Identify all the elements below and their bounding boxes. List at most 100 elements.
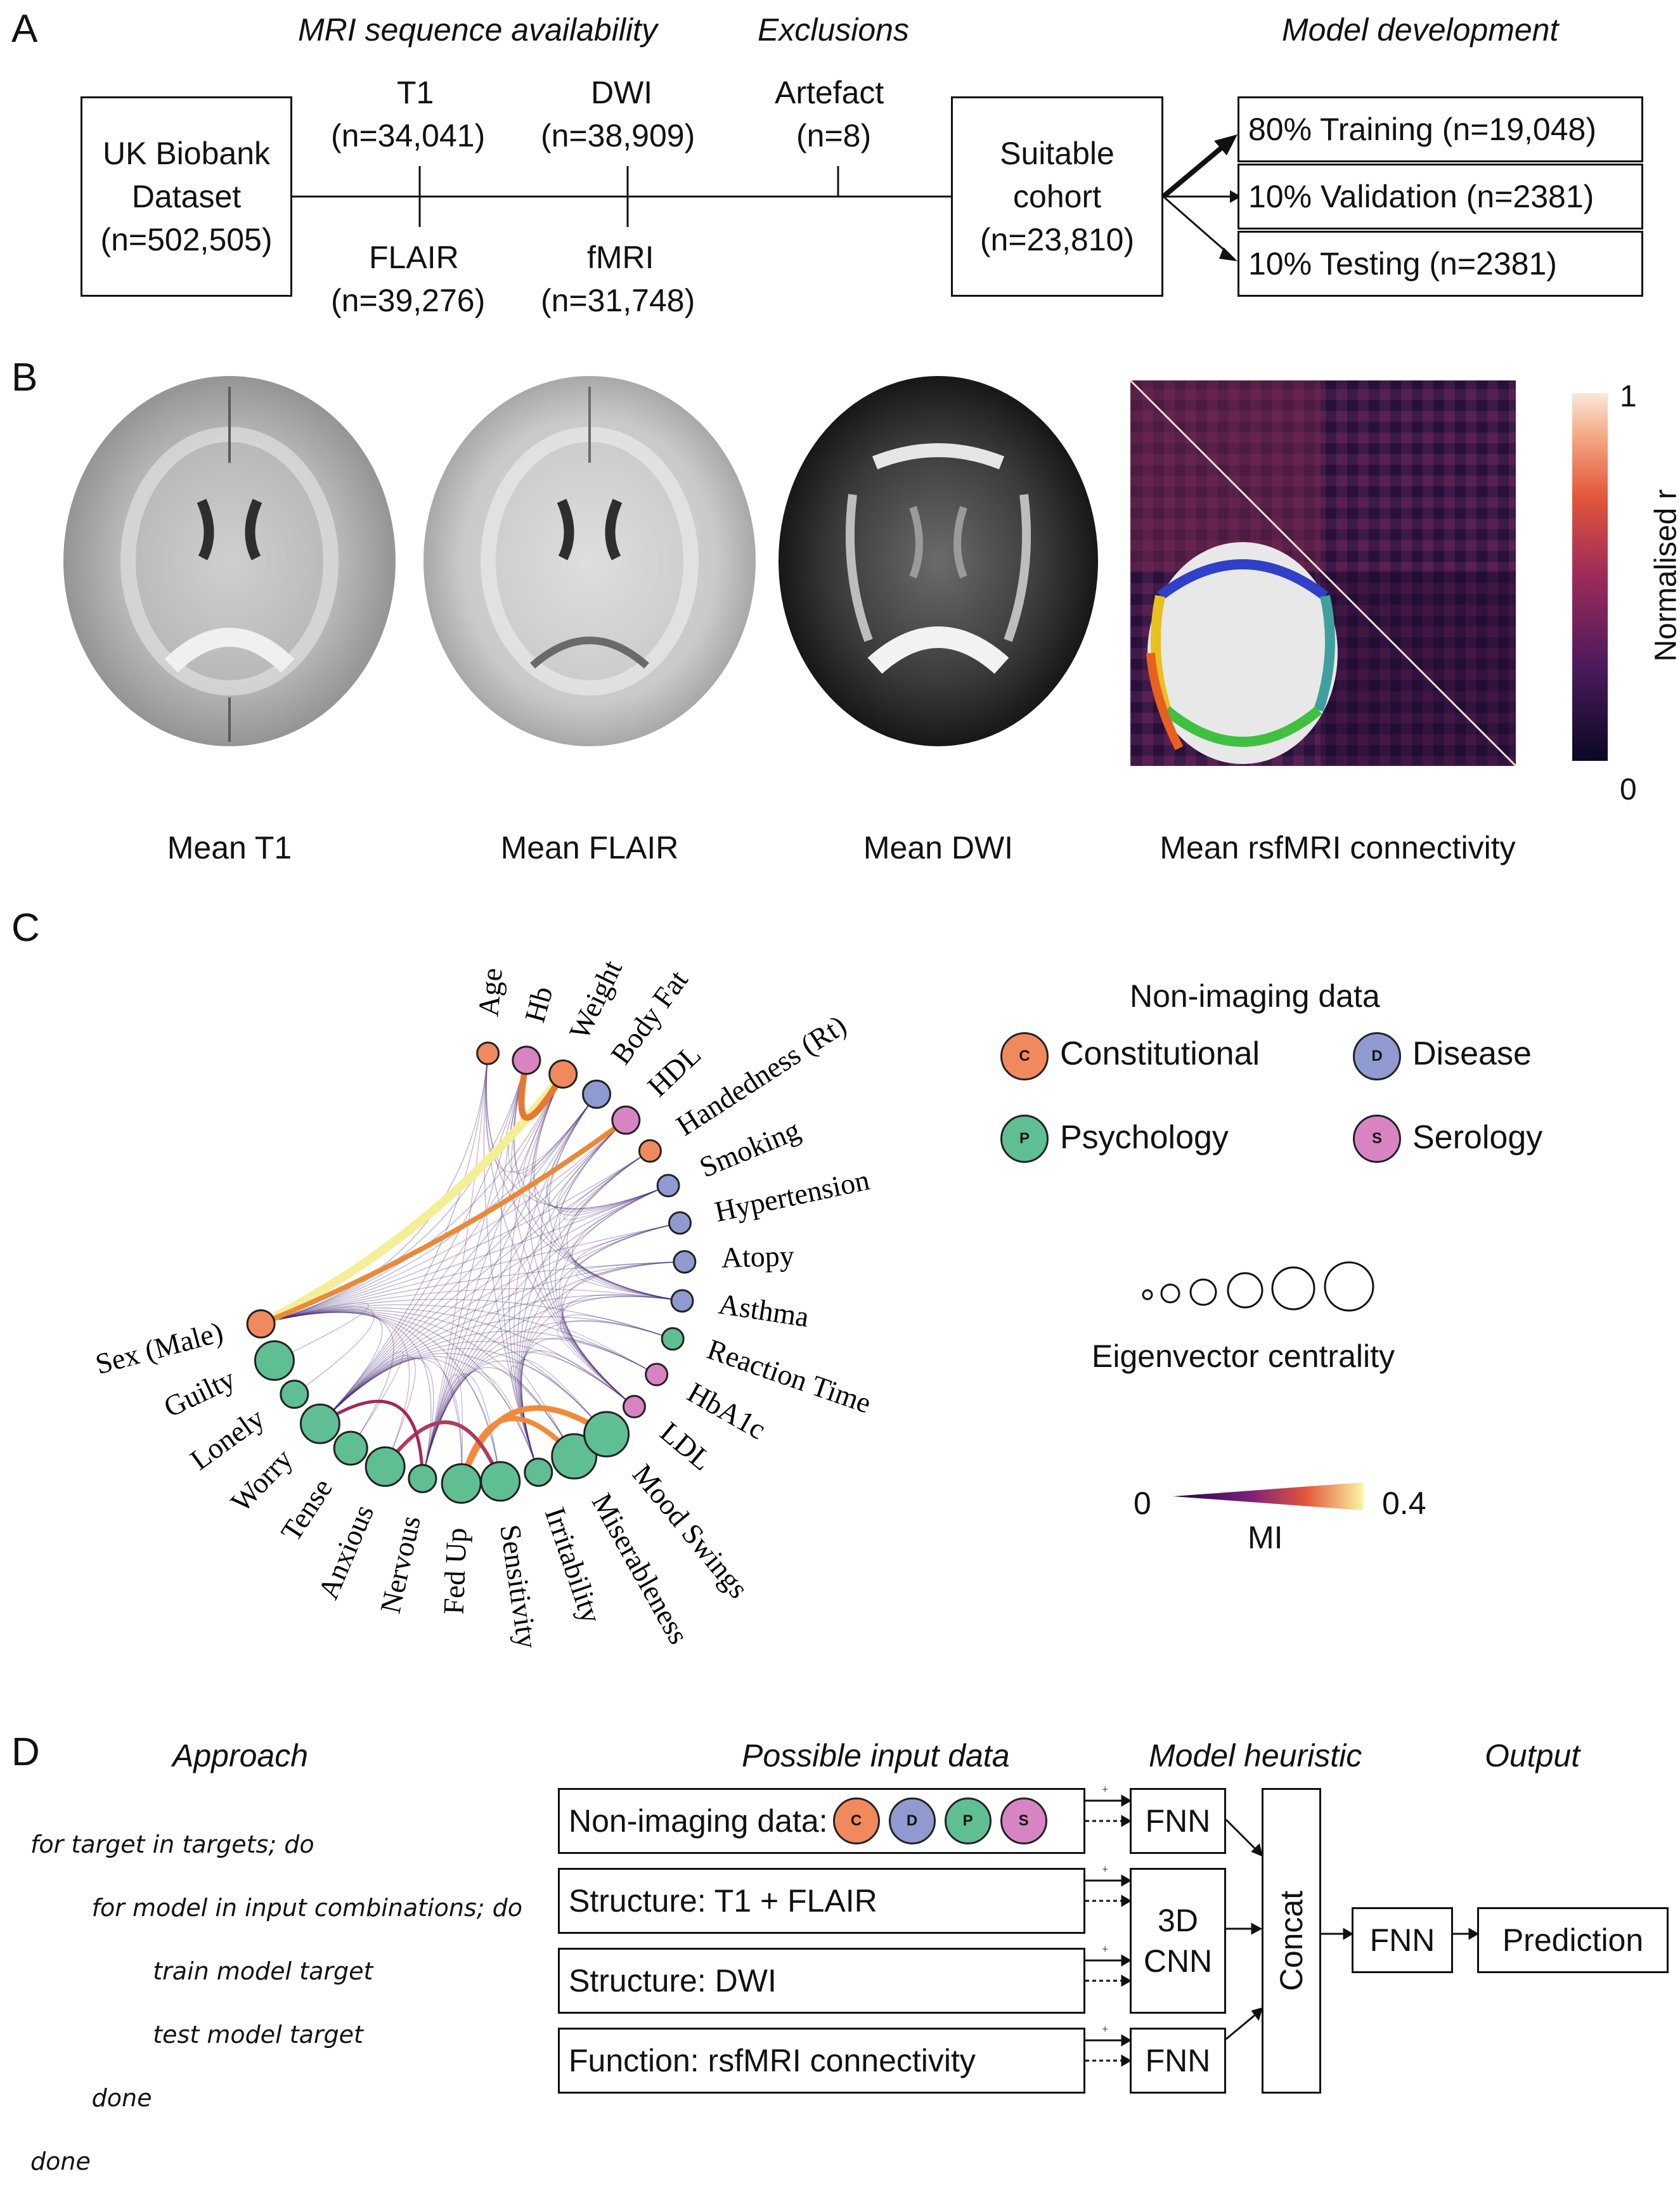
mi-max: 0.4 <box>1382 1485 1426 1522</box>
validation-split-box: 10% Validation (n=2381) <box>1237 164 1643 230</box>
caption-mean-dwi: Mean DWI <box>761 829 1116 866</box>
network-node <box>550 1060 577 1087</box>
legend-psychology-label: Psychology <box>1060 1118 1229 1156</box>
network-node <box>442 1464 481 1503</box>
nonimaging-c-dot: C <box>833 1798 880 1844</box>
cohort-line1: Suitable <box>1000 132 1115 175</box>
dwi-count: (n=38,909) <box>541 114 695 157</box>
svg-text:+: + <box>1102 1783 1108 1796</box>
caption-mean-rsfmri: Mean rsfMRI connectivity <box>1065 829 1610 866</box>
fnn-nonimaging-label: FNN <box>1146 1803 1211 1839</box>
mi-min: 0 <box>1134 1485 1151 1522</box>
flair-label: FLAIR <box>369 236 459 279</box>
legend-serology-dot: S <box>1353 1115 1401 1163</box>
colorbar-label: Normalised r <box>1649 481 1680 671</box>
fnn-output-box: FNN <box>1352 1907 1453 1973</box>
dataset-line3: (n=502,505) <box>100 218 272 261</box>
network-node-label: LDL <box>654 1416 718 1477</box>
prediction-box: Prediction <box>1477 1907 1669 1973</box>
network-node-label: Sensitivity <box>494 1522 544 1650</box>
artefact-label: Artefact <box>775 71 884 114</box>
centrality-size-legend <box>1135 1259 1401 1322</box>
testing-split-box: 10% Testing (n=2381) <box>1237 231 1643 297</box>
nonimaging-p-dot: P <box>945 1798 992 1844</box>
network-node <box>477 1042 499 1064</box>
network-node-label: Asthma <box>716 1287 811 1333</box>
cnn-line1: 3D <box>1158 1900 1198 1941</box>
fnn-nonimaging-box: FNN <box>1130 1788 1226 1854</box>
artefact-count: (n=8) <box>796 114 871 157</box>
network-node <box>300 1404 339 1443</box>
network-node-label: Hb <box>519 983 559 1026</box>
concat-box: Concat <box>1262 1788 1321 2094</box>
network-node-label: Nervous <box>374 1513 427 1616</box>
mi-colorbar <box>1166 1477 1369 1515</box>
input-function-label: Function: rsfMRI connectivity <box>569 2042 976 2079</box>
network-node-label: Guilty <box>158 1362 240 1423</box>
concat-label: Concat <box>1273 1891 1310 1991</box>
network-node <box>366 1448 404 1486</box>
network-node-label: Fed Up <box>437 1527 473 1615</box>
network-node <box>612 1106 640 1134</box>
legend-constitutional-label: Constitutional <box>1060 1035 1260 1073</box>
network-edge <box>320 1060 526 1423</box>
legend-psychology-dot: P <box>1000 1115 1049 1163</box>
fmri-label: fMRI <box>587 236 654 279</box>
legend-disease-label: Disease <box>1412 1035 1532 1073</box>
network-node <box>481 1462 520 1501</box>
code-line-6: done <box>30 2146 522 2177</box>
input-structure-dwi-label: Structure: DWI <box>569 1962 777 1999</box>
network-node <box>334 1432 367 1465</box>
network-node <box>646 1364 668 1385</box>
network-node-label: Age <box>472 967 508 1018</box>
network-edge <box>261 1074 564 1324</box>
network-node <box>585 1412 629 1456</box>
network-node-label: Hypertension <box>712 1163 872 1228</box>
prediction-label: Prediction <box>1502 1922 1643 1959</box>
network-node <box>623 1396 645 1418</box>
nonimaging-s-dot: S <box>1000 1798 1047 1844</box>
mean-dwi-brain <box>779 376 1098 746</box>
network-node <box>247 1310 275 1337</box>
cohort-line2: cohort <box>1013 175 1101 218</box>
network-node-label: Tense <box>275 1472 339 1546</box>
legend-serology-label: Serology <box>1412 1118 1542 1156</box>
fnn-output-label: FNN <box>1370 1922 1435 1959</box>
svg-text:+: + <box>1102 1943 1108 1955</box>
mean-t1-brain <box>63 376 396 746</box>
network-node <box>255 1341 294 1380</box>
network-node-label: Handedness (Rt) <box>671 1009 852 1142</box>
network-node <box>662 1328 683 1350</box>
circular-network: Sex (Male)GuiltyLonelyWorryTenseAnxiousN… <box>0 888 951 1725</box>
fmri-count: (n=31,748) <box>541 279 695 322</box>
nonimaging-d-dot: D <box>889 1798 936 1844</box>
network-node-label: Sex (Male) <box>92 1316 226 1380</box>
centrality-label: Eigenvector centrality <box>1092 1338 1395 1375</box>
network-node-label: HDL <box>642 1038 708 1103</box>
network-node-label: Worry <box>224 1442 299 1518</box>
svg-text:+: + <box>1102 1863 1108 1875</box>
network-node <box>281 1381 308 1408</box>
input-nonimaging-label: Non-imaging data: <box>569 1803 828 1839</box>
legend-title: Non-imaging data <box>1130 978 1380 1014</box>
testing-split-label: 10% Testing (n=2381) <box>1248 242 1557 285</box>
t1-label: T1 <box>397 71 434 114</box>
atlas-brain-inset <box>1147 542 1338 764</box>
network-node <box>671 1290 693 1312</box>
input-structure-t1-flair-box: Structure: T1 + FLAIR <box>558 1868 1085 1934</box>
input-function-box: Function: rsfMRI connectivity <box>558 2028 1085 2094</box>
network-node <box>674 1251 695 1273</box>
colorbar-max: 1 <box>1620 379 1637 414</box>
validation-split-label: 10% Validation (n=2381) <box>1248 175 1594 218</box>
network-node <box>669 1212 690 1234</box>
mean-flair-brain <box>423 376 756 746</box>
training-split-label: 80% Training (n=19,048) <box>1248 108 1596 151</box>
dataset-line1: UK Biobank <box>103 132 270 175</box>
network-node <box>513 1047 540 1074</box>
brain-images <box>0 368 1680 824</box>
fnn-function-label: FNN <box>1146 2042 1211 2079</box>
network-edge <box>320 1074 563 1424</box>
cnn-line2: CNN <box>1144 1941 1212 1981</box>
network-edge <box>557 1120 668 1215</box>
input-nonimaging-box: Non-imaging data: C D P S <box>558 1788 1085 1854</box>
